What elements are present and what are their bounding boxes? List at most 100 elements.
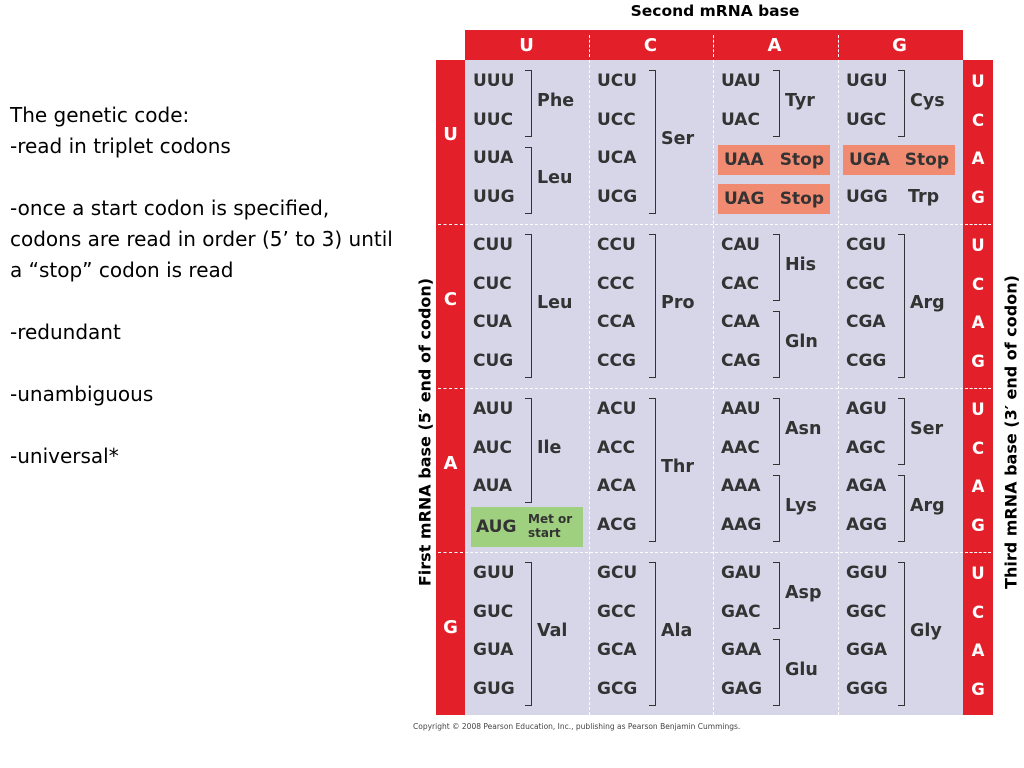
stop-codon: UGA	[849, 150, 890, 170]
third-base-letter: U	[971, 400, 985, 419]
codon-cell: UUC	[473, 110, 514, 130]
amino-acid-label: Ala	[661, 621, 693, 641]
notes-gap	[10, 348, 410, 379]
amino-acid-label: Gly	[910, 621, 942, 641]
amino-acid-label: Glu	[785, 659, 818, 680]
stop-label: Stop	[779, 189, 824, 209]
first-base-divider	[438, 224, 463, 225]
amino-acid-label: Cys	[910, 90, 945, 111]
codon-cell: UCA	[597, 148, 637, 168]
codon-cell: UUA	[473, 148, 514, 168]
amino-acid-label: Arg	[910, 293, 945, 313]
start-label-line: Met or	[528, 512, 573, 526]
codon-cell: UGG	[846, 187, 888, 207]
third-base-letter: C	[971, 111, 985, 130]
first-base-letter: G	[443, 617, 458, 638]
codon-bracket	[525, 70, 532, 137]
third-base-letter: C	[971, 275, 985, 294]
third-base-letter: C	[971, 603, 985, 622]
codon-cell: CUG	[473, 351, 514, 371]
codon-bracket	[773, 311, 780, 378]
codon-bracket	[525, 398, 532, 503]
codon-bracket	[773, 639, 780, 706]
third-base-letter: G	[971, 352, 985, 371]
notes-line: -redundant	[10, 320, 121, 344]
notes-line: The genetic code:	[10, 103, 190, 127]
stop-codon: UAA	[724, 150, 764, 170]
codon-cell: CUA	[473, 312, 512, 332]
third-base-letter: U	[971, 72, 985, 91]
codon-cell: CGG	[846, 351, 887, 371]
first-base-letter: A	[443, 453, 458, 474]
codon-cell: AGC	[846, 438, 886, 458]
codon-bracket	[773, 234, 780, 301]
first-base-axis-label: First mRNA base (5′ end of codon)	[415, 277, 435, 587]
codon-cell: CUC	[473, 274, 512, 294]
codon-bracket	[649, 398, 656, 542]
codon-cell: ACA	[597, 476, 636, 496]
first-base-divider	[438, 552, 463, 553]
third-base-letter: A	[971, 149, 985, 168]
amino-acid-label: Thr	[661, 457, 695, 477]
codon-cell: GAA	[721, 640, 762, 660]
stop-codon: UAG	[724, 189, 765, 209]
codon-cell: ACU	[597, 399, 637, 419]
second-base-header: U C A G	[465, 30, 963, 60]
codon-cell: GUU	[473, 563, 515, 583]
notes-gap	[10, 286, 410, 317]
codon-bracket	[773, 562, 780, 629]
header-divider	[589, 35, 590, 57]
third-base-letter: U	[971, 564, 985, 583]
amino-acid-label: Ile	[537, 437, 562, 458]
notes-line: a “stop” codon is read	[10, 258, 234, 282]
codon-cell: AAC	[721, 438, 760, 458]
amino-acid-label: Tyr	[785, 90, 815, 111]
third-base-letter: G	[971, 516, 985, 535]
codon-bracket	[898, 70, 905, 137]
codon-cell: GCU	[597, 563, 638, 583]
third-base-letter: A	[971, 641, 985, 660]
stop-codon-box: UAA Stop	[718, 145, 830, 175]
codon-cell: GGU	[846, 563, 888, 583]
third-base-divider	[965, 388, 991, 389]
amino-acid-label: Leu	[537, 167, 573, 188]
codon-cell: AGA	[846, 476, 887, 496]
codon-cell: UGU	[846, 71, 888, 91]
codon-bracket	[525, 562, 532, 706]
first-base-column: U C A G	[436, 60, 465, 715]
codon-cell: GUG	[473, 679, 515, 699]
codon-bracket	[773, 475, 780, 542]
codon-cell: GCG	[597, 679, 638, 699]
third-base-letter: G	[971, 188, 985, 207]
second-base-letter: U	[519, 35, 534, 56]
amino-acid-label: Arg	[910, 495, 945, 516]
codon-cell: ACC	[597, 438, 636, 458]
stop-label: Stop	[779, 150, 824, 170]
codon-cell: CAU	[721, 235, 760, 255]
codon-cell: GUC	[473, 602, 514, 622]
codon-cell: AAA	[721, 476, 761, 496]
column-divider	[838, 60, 839, 715]
row-divider	[465, 224, 963, 225]
second-base-letter: G	[892, 35, 907, 56]
codon-cell: CCC	[597, 274, 635, 294]
amino-acid-label: Asp	[785, 582, 822, 603]
codon-cell: UAU	[721, 71, 761, 91]
codon-cell: UCC	[597, 110, 636, 130]
third-base-letter: G	[971, 680, 985, 699]
codon-cell: ACG	[597, 515, 637, 535]
column-divider	[713, 60, 714, 715]
third-base-divider	[965, 224, 991, 225]
codon-cell: CGA	[846, 312, 886, 332]
codon-cell: UCU	[597, 71, 638, 91]
notes-line: -read in triplet codons	[10, 134, 231, 158]
amino-acid-label: Phe	[537, 90, 575, 111]
codon-bracket	[649, 562, 656, 706]
codon-cell: GAC	[721, 602, 761, 622]
codon-cell: GAG	[721, 679, 763, 699]
codon-cell: CCG	[597, 351, 636, 371]
notes-gap	[10, 410, 410, 441]
codon-cell: AGG	[846, 515, 888, 535]
